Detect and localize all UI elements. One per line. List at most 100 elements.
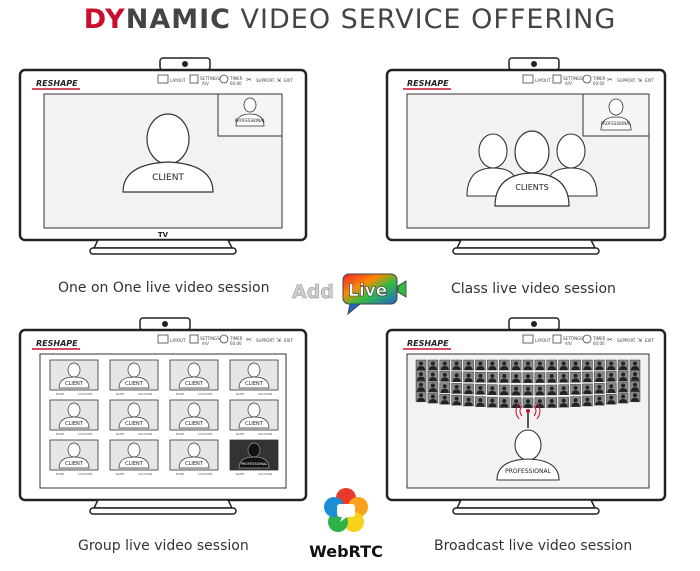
audience-body <box>559 390 568 395</box>
layout-icon[interactable] <box>522 334 534 344</box>
audience-body <box>452 377 461 382</box>
professional-label: PROFESSIONAL <box>601 121 632 126</box>
settings-av: A/V <box>202 81 209 86</box>
exit-button[interactable]: EXIT <box>645 78 654 83</box>
avatar-head <box>67 402 81 418</box>
webcam-lens <box>182 61 188 67</box>
audience-head <box>526 361 530 366</box>
layout-button[interactable]: LAYOUT <box>170 78 186 83</box>
exit-button[interactable]: EXIT <box>645 338 654 343</box>
audience-head <box>442 372 447 377</box>
support-button[interactable]: SUPPORT <box>617 78 636 83</box>
audience-body <box>547 366 556 370</box>
audience-head <box>549 399 554 404</box>
exit-icon[interactable]: ⇲ <box>276 337 281 344</box>
audience-member <box>427 370 439 382</box>
timer-value: 60:00 <box>593 81 605 86</box>
audience-head <box>561 361 566 366</box>
settings-button[interactable]: SETTINGS <box>200 76 220 81</box>
settings-icon[interactable] <box>189 334 199 344</box>
settings-icon[interactable] <box>189 74 199 84</box>
avatar-head <box>127 442 141 458</box>
settings-av: A/V <box>565 81 572 86</box>
tile-name-label: NAME <box>236 432 244 436</box>
client-label: CLIENT <box>245 421 264 427</box>
exit-icon[interactable]: ⇲ <box>637 337 642 344</box>
audience-body <box>631 387 639 392</box>
audience-head <box>502 386 507 391</box>
audience-head <box>573 398 578 403</box>
settings-button[interactable]: SETTINGS <box>563 76 583 81</box>
exit-button[interactable]: EXIT <box>284 338 293 343</box>
audience-head <box>466 373 471 378</box>
audience-body <box>559 366 568 370</box>
support-icon[interactable]: ✂ <box>246 336 252 344</box>
audience-member <box>605 382 617 394</box>
layout-button[interactable]: LAYOUT <box>170 338 186 343</box>
audience-body <box>428 366 437 370</box>
audience-member <box>570 359 581 371</box>
toolbar: RESHAPE LAYOUT SETTINGS A/V TIMER 60:00 … <box>32 334 293 350</box>
audience-body <box>440 388 449 393</box>
audience-head <box>490 361 495 366</box>
audience-head <box>454 384 459 389</box>
audience-member <box>439 371 451 382</box>
support-button[interactable]: SUPPORT <box>256 338 275 343</box>
audience-body <box>535 378 544 383</box>
client-label: CLIENT <box>245 381 264 387</box>
audience-body <box>440 377 449 382</box>
settings-button[interactable]: SETTINGS <box>563 336 583 341</box>
audience-head <box>490 398 495 403</box>
audience-body <box>524 403 532 408</box>
timer-value: 60:00 <box>230 81 242 86</box>
settings-av: A/V <box>202 341 209 346</box>
exit-icon[interactable]: ⇲ <box>637 77 642 84</box>
tile-name-label: NAME <box>176 472 184 476</box>
audience-body <box>607 388 616 393</box>
support-icon[interactable]: ✂ <box>607 76 613 84</box>
audience-body <box>631 376 639 381</box>
tv-stand <box>92 499 234 509</box>
audience-body <box>571 378 580 383</box>
settings-icon[interactable] <box>552 334 562 344</box>
audience-body <box>417 387 425 392</box>
layout-button[interactable]: LAYOUT <box>535 338 551 343</box>
exit-button[interactable]: EXIT <box>284 78 293 83</box>
support-icon[interactable]: ✂ <box>246 76 252 84</box>
tile-name-label: NAME <box>236 472 244 476</box>
support-button[interactable]: SUPPORT <box>256 78 275 83</box>
layout-icon[interactable] <box>157 334 169 344</box>
support-button[interactable]: SUPPORT <box>617 338 636 343</box>
audience-member <box>629 391 641 403</box>
layout-icon[interactable] <box>157 74 169 84</box>
layout-icon[interactable] <box>522 74 534 84</box>
addlive-add-text: Add <box>292 281 334 303</box>
settings-button[interactable]: SETTINGS <box>200 336 220 341</box>
webcam-lens <box>162 321 168 327</box>
audience-head <box>514 374 519 379</box>
audience-body <box>571 390 580 395</box>
addlive-bubble-tail <box>347 303 362 316</box>
support-icon[interactable]: ✂ <box>607 336 613 344</box>
settings-icon[interactable] <box>552 74 562 84</box>
audience-body <box>464 389 473 394</box>
audience-body <box>488 366 497 370</box>
tv-stand <box>92 239 234 249</box>
audience-head <box>454 373 459 378</box>
exit-icon[interactable]: ⇲ <box>276 77 281 84</box>
layout-button[interactable]: LAYOUT <box>535 78 551 83</box>
caption-group: Group live video session <box>78 538 249 554</box>
audience-head <box>633 372 637 377</box>
audience-member <box>594 359 605 371</box>
audience-body <box>417 366 425 370</box>
audience-member <box>570 384 581 395</box>
caption-one-on-one: One on One live video session <box>58 280 270 296</box>
audience-member <box>415 359 427 371</box>
avatar-body <box>238 416 270 429</box>
tv-broadcast-drawing: RESHAPE LAYOUT SETTINGS A/V TIMER 60:00 … <box>385 317 667 515</box>
